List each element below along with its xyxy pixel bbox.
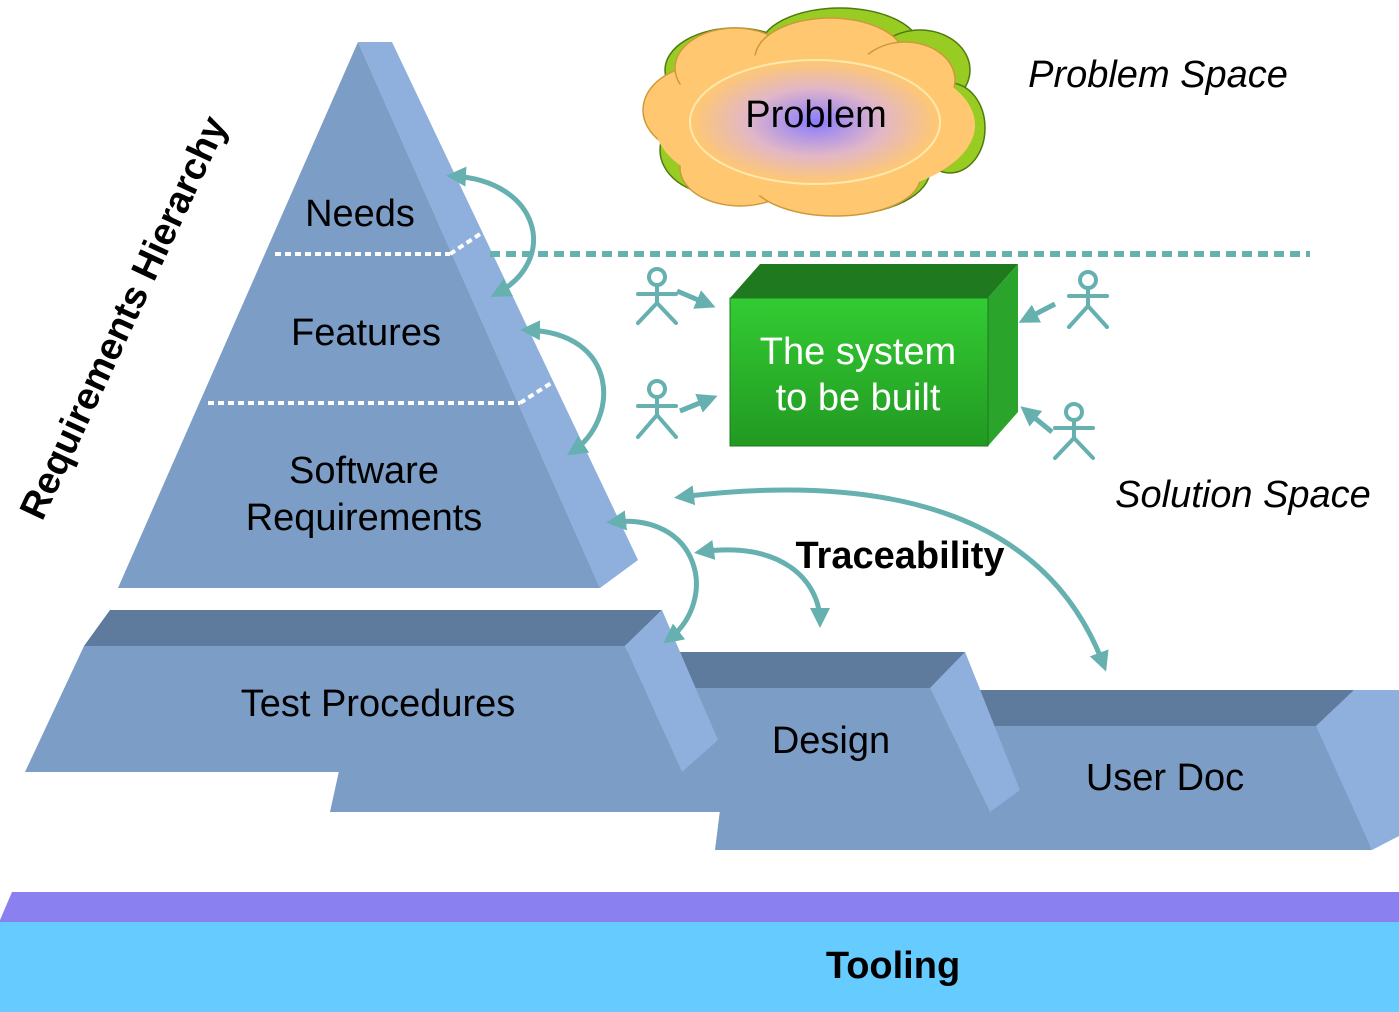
software-label-line2: Requirements xyxy=(246,497,483,539)
trace-arrow-features-software xyxy=(520,320,607,456)
slab-test-procedures: Test Procedures xyxy=(25,610,718,772)
trace-arrow-software-userdoc xyxy=(674,485,1109,672)
tooling-label: Tooling xyxy=(826,945,960,987)
actor-icon xyxy=(636,379,678,439)
actor-arrow xyxy=(1018,301,1057,323)
system-label-line2: to be built xyxy=(776,377,941,419)
software-label-line1: Software xyxy=(289,450,439,492)
actor-icon xyxy=(636,267,678,325)
actor-arrow xyxy=(676,288,716,309)
trace-arrow-needs-features xyxy=(446,166,536,297)
tooling-bar-top xyxy=(0,892,1399,924)
actor-icon xyxy=(1067,270,1109,329)
system-label-line1: The system xyxy=(760,331,956,373)
traceability-label: Traceability xyxy=(795,535,1004,577)
pyramid-front-face xyxy=(118,42,600,588)
tooling-bar: Tooling xyxy=(0,892,1399,1012)
needs-label: Needs xyxy=(305,193,415,235)
problem-cloud: Problem xyxy=(642,7,986,217)
actor-arrow xyxy=(679,394,718,414)
solution-space-label: Solution Space xyxy=(1115,474,1371,516)
tooling-bar-front xyxy=(0,922,1399,1012)
problem-space-label: Problem Space xyxy=(1028,54,1288,96)
design-label: Design xyxy=(772,720,890,762)
actor-arrow xyxy=(1020,406,1054,434)
test-procedures-label: Test Procedures xyxy=(241,683,516,725)
problem-label: Problem xyxy=(745,94,887,136)
user-doc-label: User Doc xyxy=(1086,757,1244,799)
actor-icon xyxy=(1053,402,1095,460)
features-label: Features xyxy=(291,312,441,354)
problem-cloud-glow xyxy=(689,59,941,185)
system-box: The system to be built xyxy=(729,264,1018,447)
